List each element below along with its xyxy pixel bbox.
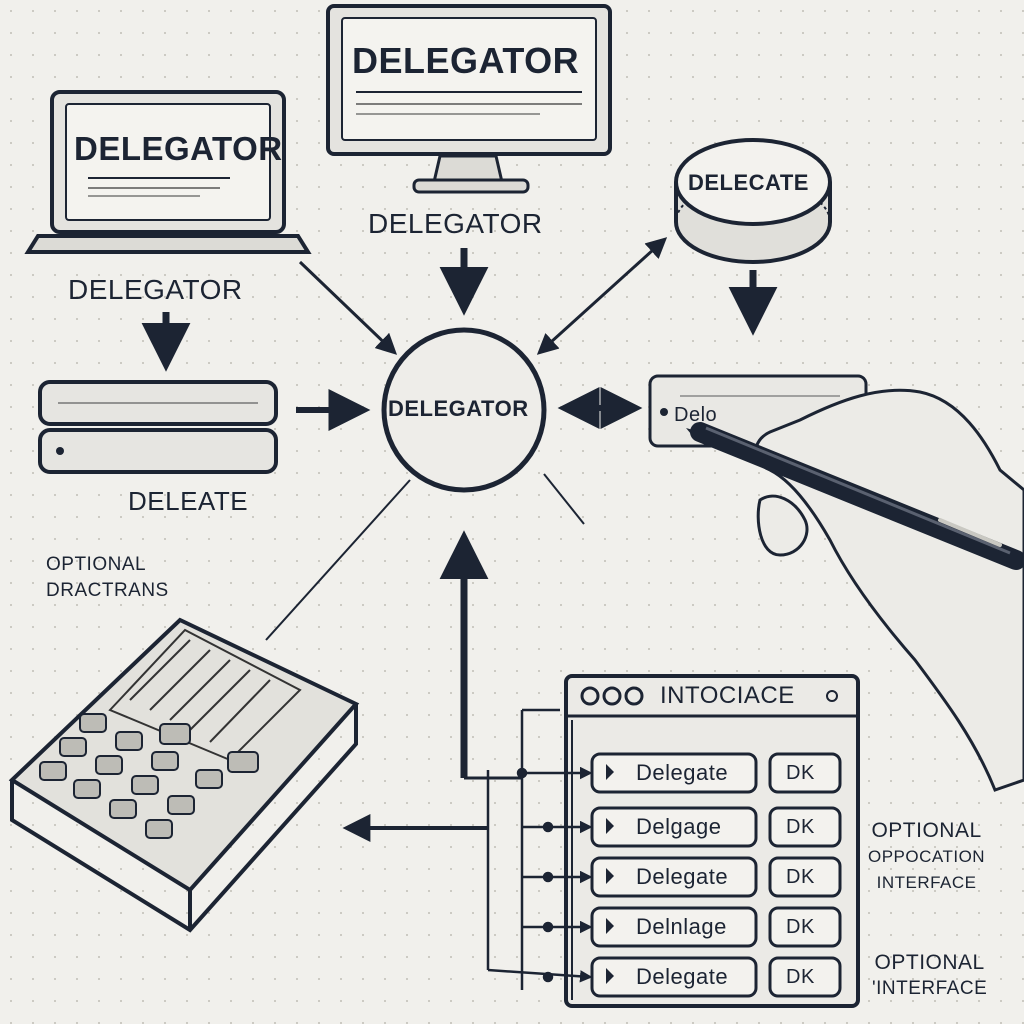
interface-row-2-button[interactable]: DK bbox=[786, 816, 815, 838]
hand-with-pen-icon bbox=[686, 388, 1024, 792]
interface-row-3-button[interactable]: DK bbox=[786, 866, 815, 888]
interface-row-2 bbox=[590, 806, 842, 848]
interface-row-1 bbox=[590, 752, 842, 794]
note-right-2-line1: OPTIONAL bbox=[874, 951, 985, 974]
note-right-1: OPTIONAL OPPOCATION INTERFACE bbox=[868, 818, 985, 896]
interface-row-3-label: Delegate bbox=[636, 864, 729, 889]
left-stack-caption: DELEATE bbox=[128, 486, 249, 516]
arrow-disc-to-center bbox=[536, 237, 668, 355]
laptop-icon bbox=[24, 90, 312, 254]
line-center-to-keypad bbox=[265, 479, 411, 641]
interface-row-4-label: Delnlage bbox=[636, 914, 727, 939]
delegate-disc-label: DELECATE bbox=[688, 170, 809, 195]
note-right-1-line3: INTERFACE bbox=[876, 873, 977, 892]
interface-row-4 bbox=[590, 906, 842, 948]
interface-row-1-button[interactable]: DK bbox=[786, 762, 815, 784]
arrow-laptop-to-center bbox=[298, 260, 398, 355]
note-left-line1: OPTIONAL bbox=[46, 554, 147, 575]
monitor-icon bbox=[326, 4, 612, 194]
laptop-caption: DELEGATOR bbox=[68, 274, 243, 305]
delegate-disc-icon bbox=[674, 138, 832, 264]
interface-row-5-label: Delegate bbox=[636, 964, 729, 989]
note-right-1-line2: OPPOCATION bbox=[868, 847, 986, 866]
laptop-screen-title: DELEGATOR bbox=[74, 130, 283, 167]
interface-row-4-button[interactable]: DK bbox=[786, 916, 815, 938]
note-right-2-line2: 'INTERFACE bbox=[872, 978, 988, 999]
left-stack-bars bbox=[38, 380, 278, 474]
note-right-2: OPTIONAL 'INTERFACE bbox=[872, 950, 987, 1002]
note-left-line2: DRACTRANS bbox=[46, 580, 169, 601]
monitor-screen-title: DELEGATOR bbox=[352, 40, 580, 81]
interface-row-3 bbox=[590, 856, 842, 898]
center-node-label: DELEGATOR bbox=[388, 396, 529, 421]
interface-connectors bbox=[486, 708, 593, 990]
interface-window-title: INTOCIACE bbox=[660, 682, 795, 709]
center-node-circle bbox=[381, 327, 547, 493]
interface-row-1-label: Delegate bbox=[636, 760, 729, 785]
interface-row-5-button[interactable]: DK bbox=[786, 966, 815, 988]
arrows bbox=[141, 237, 778, 842]
keypad-icon bbox=[8, 617, 360, 933]
line-center-right bbox=[543, 473, 585, 525]
monitor-caption: DELEGATOR bbox=[368, 208, 543, 239]
note-left: OPTIONAL DRACTRANS bbox=[46, 552, 169, 604]
note-right-1-line1: OPTIONAL bbox=[871, 819, 982, 842]
interface-row-2-label: Delgage bbox=[636, 814, 722, 839]
input-card-text: Delo bbox=[674, 404, 718, 426]
